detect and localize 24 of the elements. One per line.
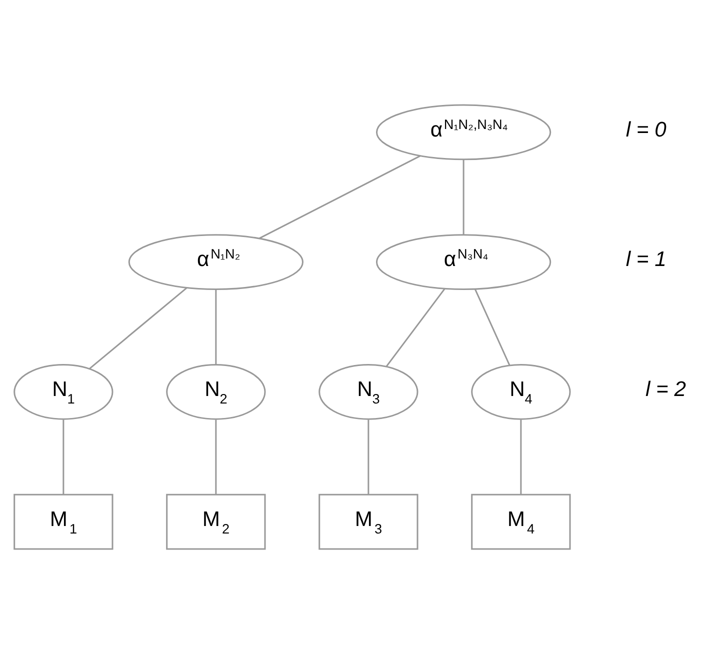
node-ellipse: N$_{1}$	[14, 364, 114, 420]
connector	[215, 419, 217, 494]
node-ellipse: α$^{N₁N₂,N₃N₄}$	[376, 104, 552, 160]
node-ellipse: α$^{N₃N₄}$	[376, 234, 552, 290]
node-box: M$_{1}$	[14, 493, 114, 550]
connector	[215, 289, 217, 364]
connector	[386, 288, 446, 366]
node-box: M$_{4}$	[471, 493, 571, 550]
node-ellipse: N$_{3}$	[318, 364, 418, 420]
connector	[520, 419, 522, 494]
connector	[89, 286, 187, 369]
node-ellipse: α$^{N₁N₂}$	[128, 234, 304, 290]
node-box: M$_{2}$	[166, 493, 266, 550]
connector	[259, 154, 421, 238]
node-ellipse: N$_{4}$	[471, 364, 571, 420]
node-box: M$_{3}$	[318, 493, 418, 550]
label: l = 1	[626, 248, 666, 271]
connector	[474, 288, 510, 366]
connector	[62, 419, 64, 494]
connector	[462, 160, 464, 234]
label: l = 2	[646, 378, 686, 401]
connector	[368, 419, 370, 494]
node-ellipse: N$_{2}$	[166, 364, 266, 420]
label: l = 0	[626, 118, 666, 141]
